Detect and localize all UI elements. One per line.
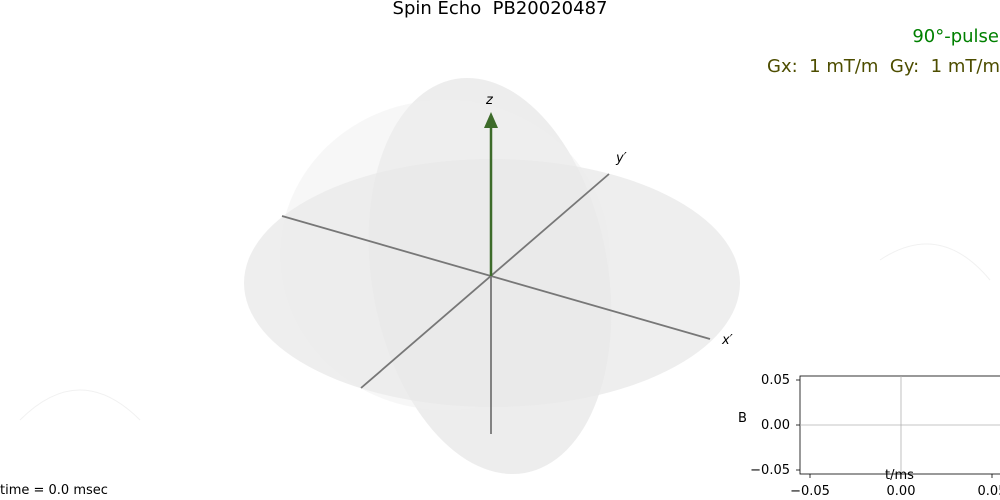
gradient-label: Gx: 1 mT/m Gy: 1 mT/m [767,56,1000,77]
pulse-label: 90°-pulse [912,26,999,47]
y-tick-label: −0.05 [750,463,790,478]
sphere-equator-surface [244,159,740,407]
x-tick-label: 0.00 [887,484,916,499]
faint-background-arc [879,243,991,281]
y-axis-label: y′ [615,151,627,166]
z-axis-label: z [485,93,494,108]
x-axis-title: t/ms [885,468,914,483]
field-plot: 0.05 0.00 −0.05 −0.05 0.00 0.05 B t/ms [738,373,1000,499]
x-axis-line [281,215,711,340]
y-tick-label: 0.00 [761,418,790,433]
y-tick-label: 0.05 [761,373,790,388]
y-axis-line [360,173,610,389]
figure-title: Spin Echo PB20020487 [392,0,608,19]
faint-background-arc [19,389,141,421]
magnetization-arrowhead [484,112,498,128]
time-label: time = 0.0 msec [0,483,108,498]
x-tick-label: 0.05 [978,484,1000,499]
x-axis-label: x′ [721,333,733,348]
y-axis-title: B [738,411,747,426]
x-tick-label: −0.05 [790,484,830,499]
